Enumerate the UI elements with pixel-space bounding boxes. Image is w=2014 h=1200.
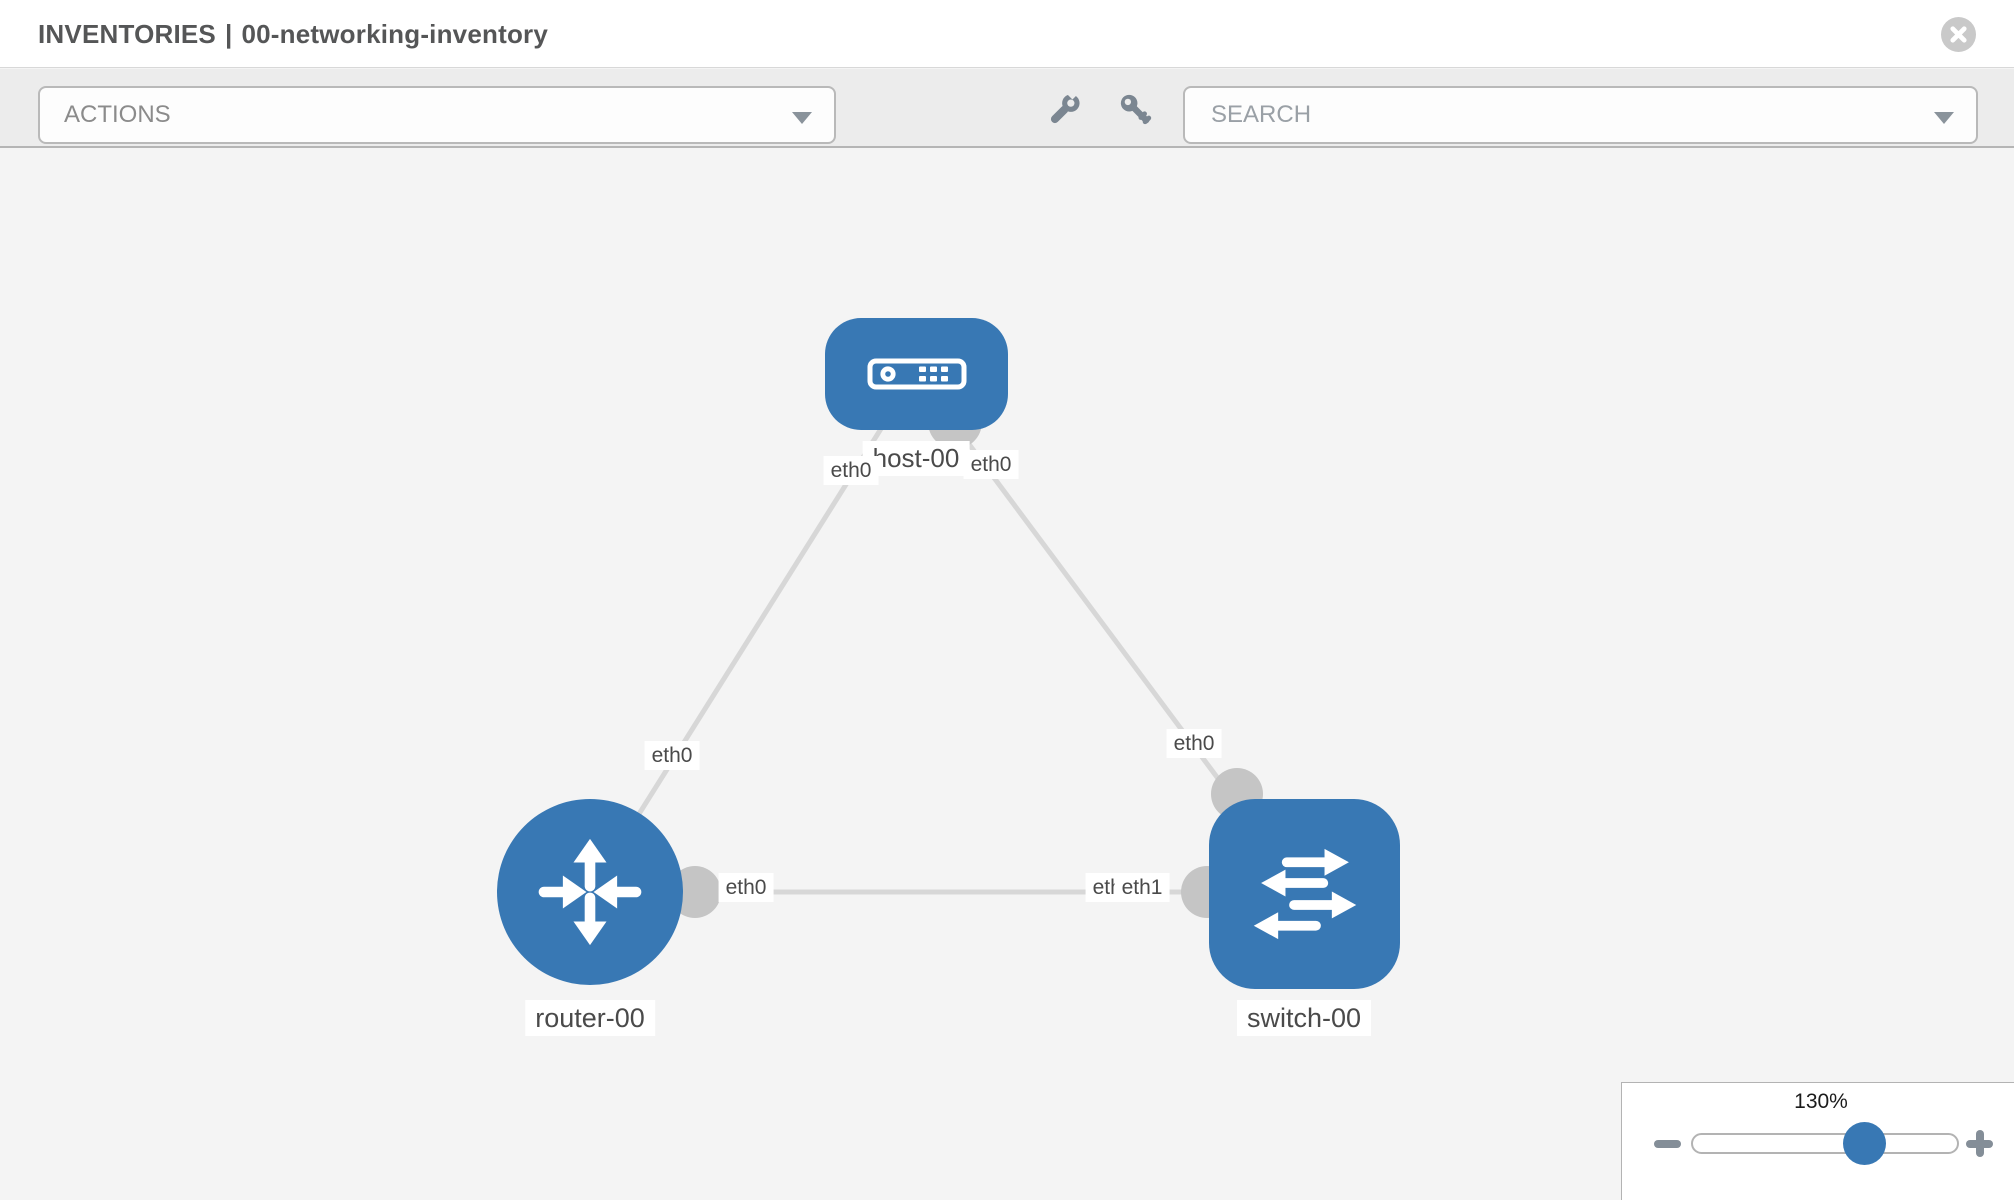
node-label-switch: switch-00 — [1236, 1000, 1372, 1037]
chevron-down-icon — [792, 112, 812, 124]
zoom-level-value: 130% — [1794, 1090, 1848, 1113]
zoom-slider-thumb[interactable] — [1843, 1122, 1886, 1165]
interface-label-router-right: eth0 — [718, 873, 774, 903]
toolbar: ACTIONS — [0, 69, 2014, 148]
close-button[interactable] — [1941, 17, 1976, 52]
interface-label-host-right: eth0 — [963, 450, 1019, 480]
node-router-00[interactable] — [497, 799, 683, 985]
topology-canvas[interactable]: host-00 router-00 switch-00 eth0 eth0 et… — [0, 150, 2014, 1200]
interface-label-switch-left-eth1: eth1 — [1114, 873, 1170, 903]
topology-links-layer — [587, 371, 1307, 918]
zoom-out-minus-icon[interactable] — [1654, 1140, 1681, 1148]
zoom-control-panel: 130% — [1621, 1082, 2014, 1200]
node-switch-00[interactable] — [1209, 799, 1400, 989]
x-icon — [1950, 26, 1967, 43]
interface-label-router-top: eth0 — [644, 741, 700, 771]
server-icon — [867, 358, 966, 390]
breadcrumb-section: INVENTORIES — [38, 18, 216, 49]
interface-label-switch-top: eth0 — [1166, 729, 1222, 759]
zoom-slider-track[interactable] — [1691, 1133, 1959, 1154]
key-icon[interactable] — [1118, 92, 1152, 126]
search-dropdown[interactable] — [1183, 86, 1978, 144]
switch-arrows-icon — [1253, 848, 1356, 940]
node-label-router: router-00 — [525, 1000, 655, 1037]
actions-dropdown[interactable]: ACTIONS — [38, 86, 836, 144]
router-arrows-icon — [538, 838, 642, 946]
header-bar: INVENTORIES | 00-networking-inventory — [0, 0, 2014, 68]
actions-dropdown-label: ACTIONS — [64, 101, 171, 128]
inventory-name: 00-networking-inventory — [241, 18, 549, 49]
zoom-in-plus-icon[interactable] — [1966, 1130, 1993, 1157]
node-label-host: host-00 — [862, 441, 970, 477]
chevron-down-icon — [1934, 112, 1954, 124]
wrench-icon[interactable] — [1048, 92, 1082, 126]
interface-label-host-left: eth0 — [823, 456, 879, 486]
breadcrumb-separator: | — [224, 18, 233, 49]
node-host-00[interactable] — [825, 318, 1008, 430]
search-input[interactable] — [1209, 100, 1893, 130]
page-title: INVENTORIES | 00-networking-inventory — [38, 0, 557, 68]
